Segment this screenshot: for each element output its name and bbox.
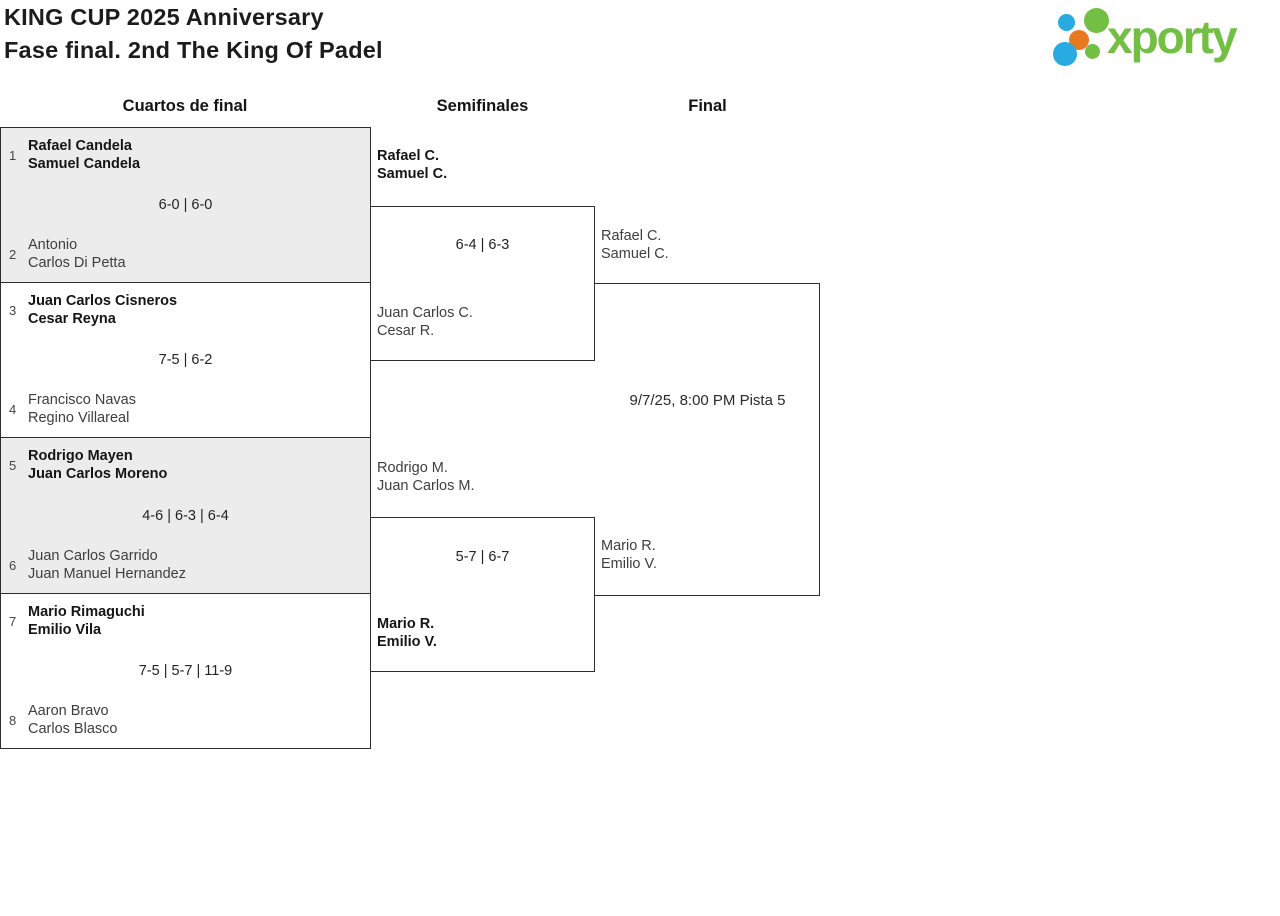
final-schedule: 9/7/25, 8:00 PM Pista 5 (629, 392, 786, 409)
player-name: Carlos Blasco (28, 721, 118, 737)
semifinal-match-2[interactable] (370, 517, 595, 672)
page-title: KING CUP 2025 Anniversary Fase final. 2n… (4, 1, 383, 67)
team-names: Antonio Carlos Di Petta (28, 236, 126, 272)
player-name: Carlos Di Petta (28, 255, 126, 271)
seed-number: 8 (9, 712, 17, 728)
seed-number: 5 (9, 457, 17, 473)
player-name: Francisco Navas (28, 392, 136, 408)
player-name: Samuel C. (377, 166, 448, 182)
quarterfinal-match-3[interactable]: 5 Rodrigo Mayen Juan Carlos Moreno 4-6 |… (0, 437, 371, 594)
logo-dot-blue-small-icon (1058, 14, 1075, 31)
player-name: Emilio Vila (28, 622, 102, 638)
team-names: Juan Carlos Cisneros Cesar Reyna (28, 292, 177, 328)
player-name: Juan Carlos Cisneros (28, 293, 178, 309)
player-name: Emilio V. (377, 634, 437, 650)
round-header-quarterfinals: Cuartos de final (122, 97, 248, 115)
final-match[interactable] (595, 283, 820, 596)
logo-dot-orange-icon (1069, 30, 1089, 50)
logo-dot-blue-large-icon (1053, 42, 1077, 66)
player-name: Emilio V. (601, 556, 657, 572)
tournament-title: KING CUP 2025 Anniversary (4, 4, 324, 30)
player-name: Juan Manuel Hernandez (28, 566, 186, 582)
player-name: Cesar Reyna (28, 311, 116, 327)
player-name: Mario R. (601, 538, 656, 554)
team-names: Aaron Bravo Carlos Blasco (28, 702, 117, 738)
seed-number: 3 (9, 302, 17, 318)
team-pair: 7 Mario Rimaguchi Emilio Vila (9, 603, 145, 639)
round-header-final: Final (688, 97, 727, 115)
team-pair: 2 Antonio Carlos Di Petta (9, 236, 126, 272)
team-names: Mario Rimaguchi Emilio Vila (28, 603, 145, 639)
team-pair: 6 Juan Carlos Garrido Juan Manuel Hernan… (9, 547, 186, 583)
player-name: Rodrigo Mayen (28, 448, 133, 464)
team-pair: 5 Rodrigo Mayen Juan Carlos Moreno (9, 447, 167, 483)
semifinal1-score: 6-4 | 6-3 (455, 237, 510, 253)
team-names: Francisco Navas Regino Villareal (28, 391, 136, 427)
xporty-logo[interactable]: xporty (1050, 6, 1276, 68)
seed-number: 6 (9, 557, 17, 573)
quarterfinal-match-4[interactable]: 7 Mario Rimaguchi Emilio Vila 7-5 | 5-7 … (0, 593, 371, 749)
player-name: Samuel Candela (28, 156, 141, 172)
seed-number: 2 (9, 246, 17, 262)
player-name: Rafael C. (601, 228, 662, 244)
semifinal2-team-top: Rodrigo M. Juan Carlos M. (377, 459, 475, 495)
team-pair: 8 Aaron Bravo Carlos Blasco (9, 702, 117, 738)
match-score: 4-6 | 6-3 | 6-4 (142, 507, 229, 524)
team-names: Rafael Candela Samuel Candela (28, 137, 140, 173)
semifinal2-team-bottom: Mario R. Emilio V. (377, 615, 437, 651)
player-name: Aaron Bravo (28, 703, 109, 719)
player-name: Rafael Candela (28, 138, 132, 154)
player-name: Juan Carlos C. (377, 305, 473, 321)
final-team-top: Rafael C. Samuel C. (601, 227, 669, 263)
team-pair: 1 Rafael Candela Samuel Candela (9, 137, 140, 173)
team-names: Rodrigo Mayen Juan Carlos Moreno (28, 447, 167, 483)
final-team-bottom: Mario R. Emilio V. (601, 537, 657, 573)
player-name: Rafael C. (377, 148, 440, 164)
player-name: Mario Rimaguchi (28, 604, 145, 620)
semifinal1-team-top: Rafael C. Samuel C. (377, 147, 447, 183)
match-score: 7-5 | 5-7 | 11-9 (138, 663, 233, 679)
semifinal-match-1[interactable] (370, 206, 595, 361)
team-pair: 3 Juan Carlos Cisneros Cesar Reyna (9, 292, 177, 328)
seed-number: 1 (9, 147, 17, 163)
seed-number: 7 (9, 613, 17, 629)
quarterfinal-match-2[interactable]: 3 Juan Carlos Cisneros Cesar Reyna 7-5 |… (0, 282, 371, 438)
player-name: Antonio (28, 237, 78, 253)
player-name: Mario R. (377, 616, 435, 632)
match-score: 7-5 | 6-2 (158, 352, 213, 368)
round-header-semifinals: Semifinales (436, 97, 529, 115)
player-name: Juan Carlos M. (377, 478, 475, 494)
player-name: Juan Carlos Garrido (28, 548, 158, 564)
phase-subtitle: Fase final. 2nd The King Of Padel (4, 37, 383, 63)
semifinal1-team-bottom: Juan Carlos C. Cesar R. (377, 304, 473, 340)
player-name: Juan Carlos Moreno (28, 466, 168, 482)
logo-dot-green-small-icon (1085, 44, 1100, 59)
match-score: 6-0 | 6-0 (158, 197, 213, 213)
team-names: Juan Carlos Garrido Juan Manuel Hernande… (28, 547, 186, 583)
player-name: Samuel C. (601, 246, 669, 262)
logo-wordmark: xporty (1107, 11, 1238, 63)
team-pair: 4 Francisco Navas Regino Villareal (9, 391, 136, 427)
seed-number: 4 (9, 401, 17, 417)
player-name: Rodrigo M. (377, 460, 448, 476)
semifinal2-score: 5-7 | 6-7 (455, 549, 510, 565)
player-name: Regino Villareal (28, 410, 130, 426)
quarterfinal-match-1[interactable]: 1 Rafael Candela Samuel Candela 6-0 | 6-… (0, 127, 371, 283)
player-name: Cesar R. (377, 323, 435, 339)
logo-dot-green-large-icon (1084, 8, 1109, 33)
